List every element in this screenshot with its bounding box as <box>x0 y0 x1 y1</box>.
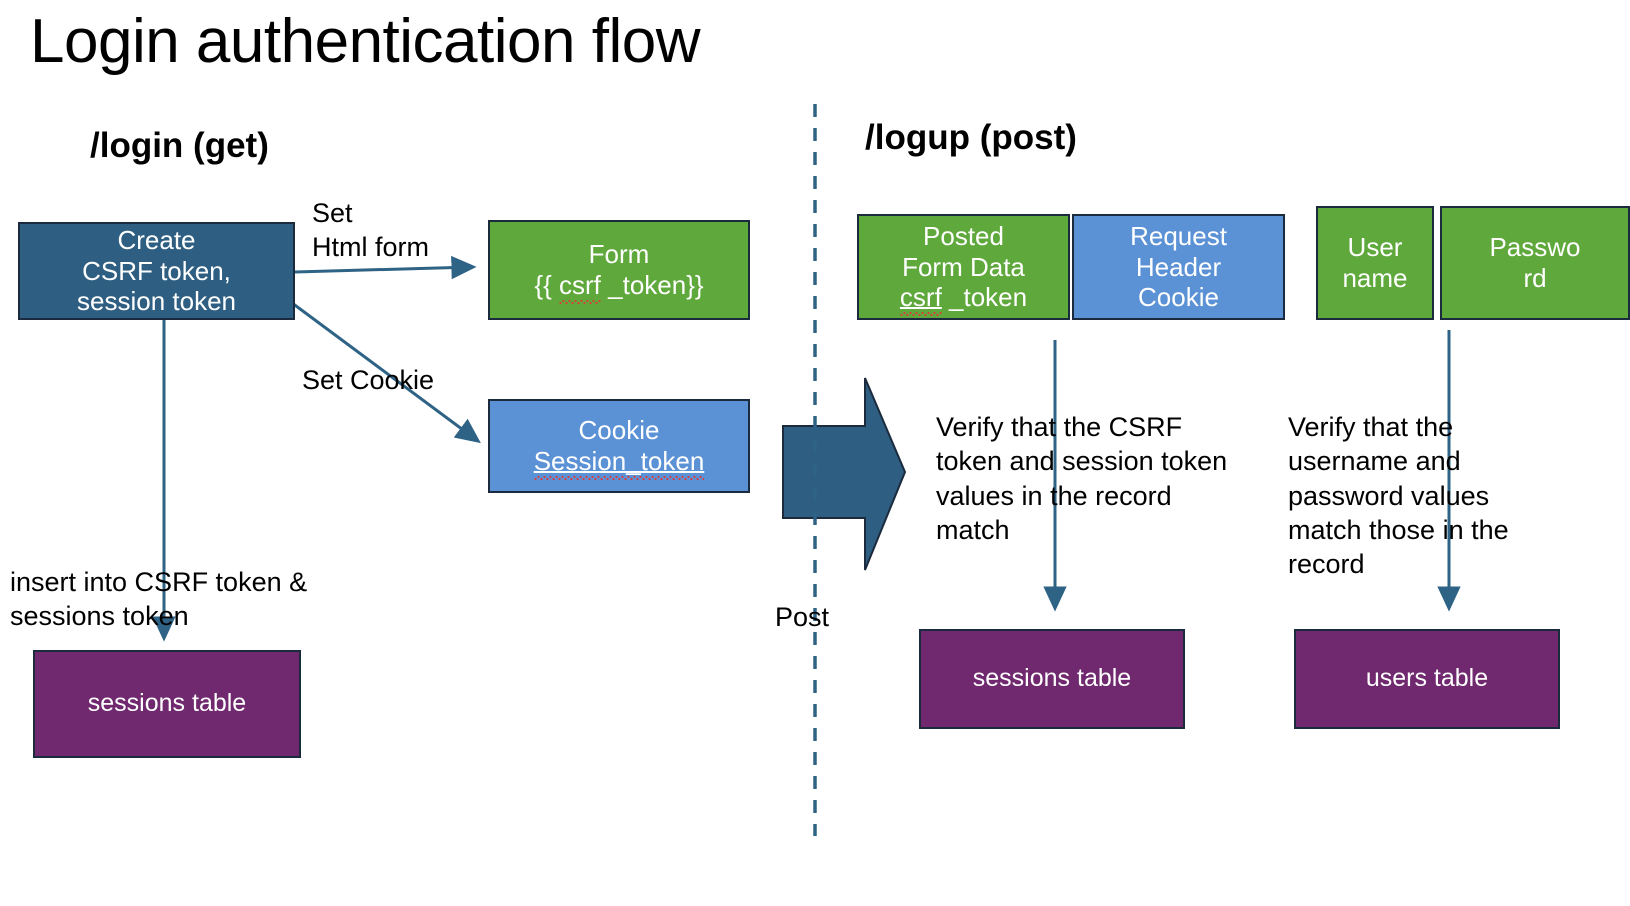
form-box-csrf-misspelled: csrf <box>559 270 601 304</box>
sessions-table-box-right[interactable]: sessions table <box>919 629 1185 729</box>
request-header-line2: Header <box>1135 251 1222 282</box>
password-box[interactable]: Passwo rd <box>1440 206 1630 320</box>
create-token-box[interactable]: Create CSRF token, session token <box>18 222 295 320</box>
cookie-box-session-token-misspelled: Session_token <box>533 446 705 480</box>
form-box-suffix: _token}} <box>600 270 704 300</box>
posted-form-csrf-misspelled: csrf <box>899 282 942 316</box>
users-table-box[interactable]: users table <box>1294 629 1560 729</box>
verify-username-note: Verify that the username and password va… <box>1288 412 1509 580</box>
posted-form-token-suffix: _token <box>941 282 1028 313</box>
username-line2: name <box>1342 263 1408 293</box>
cookie-box-line2: Session_token <box>494 446 744 480</box>
edge-label-set-html-form: Set Html form <box>312 198 429 263</box>
request-header-cookie-box[interactable]: Request Header Cookie <box>1072 214 1285 320</box>
password-line1: Passwo <box>1489 232 1581 263</box>
posted-form-line2: Form Data <box>902 251 1025 282</box>
form-box[interactable]: Form {{ csrf _token}} <box>488 220 750 320</box>
arrow-create-to-form <box>294 255 477 280</box>
section-heading-login: /login (get) <box>90 126 269 165</box>
cookie-box[interactable]: Cookie Session_token <box>488 399 750 493</box>
create-box-line3: session token <box>77 286 236 317</box>
post-label: Post <box>775 602 830 632</box>
request-header-line3: Cookie <box>1138 282 1219 313</box>
create-box-line2: CSRF token, <box>82 255 231 286</box>
posted-form-line3: csrf _token <box>863 282 1064 316</box>
verify-csrf-note: Verify that the CSRF token and session t… <box>936 412 1228 545</box>
cookie-box-line1: Cookie <box>578 415 660 446</box>
page-title: Login authentication flow <box>30 7 700 76</box>
posted-form-line1: Posted <box>923 220 1004 251</box>
username-box[interactable]: User name <box>1316 206 1434 320</box>
request-header-line1: Request <box>1130 220 1227 251</box>
post-block-arrow <box>782 377 907 571</box>
form-box-prefix: {{ <box>534 270 560 300</box>
create-box-line1: Create <box>117 225 196 255</box>
section-heading-logup: /logup (post) <box>865 118 1077 157</box>
posted-form-data-box[interactable]: Posted Form Data csrf _token <box>857 214 1070 320</box>
username-line1: User <box>1347 232 1403 263</box>
form-box-line1: Form <box>588 239 650 270</box>
password-line2: rd <box>1523 263 1547 293</box>
sessions-table-box-left[interactable]: sessions table <box>33 650 301 758</box>
edge-label-set-cookie: Set Cookie <box>302 365 435 395</box>
insert-into-note: insert into CSRF token & sessions token <box>10 567 308 632</box>
form-box-line2: {{ csrf _token}} <box>494 270 744 304</box>
